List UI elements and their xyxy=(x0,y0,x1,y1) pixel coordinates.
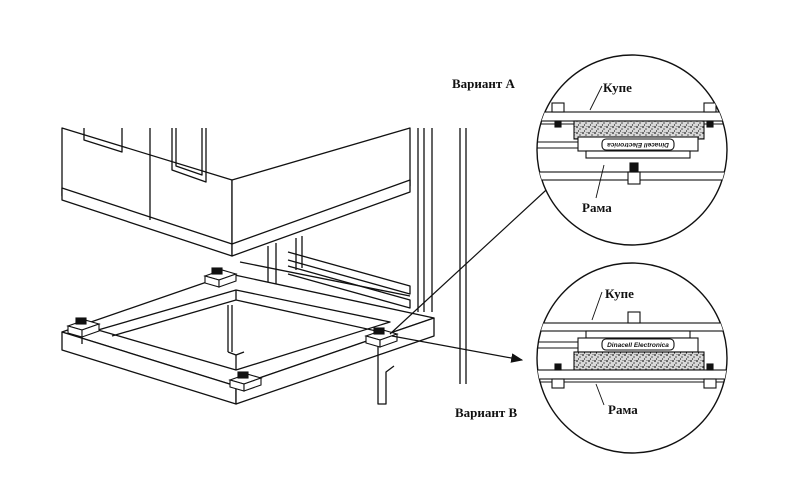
cabinet xyxy=(61,127,467,384)
brand-text-b: Dinacell Electronica xyxy=(607,342,669,349)
rama-label-b: Рама xyxy=(608,402,638,417)
load-cell-front xyxy=(228,371,263,392)
rama-label-a: Рама xyxy=(582,200,612,215)
variant-b-label: Вариант В xyxy=(455,405,518,420)
load-cell-right xyxy=(364,327,399,348)
kupe-label-b: Купе xyxy=(605,286,634,301)
load-cell-left xyxy=(66,317,101,338)
arrow-to-variant-b xyxy=(391,335,524,363)
load-cell-top xyxy=(203,267,238,288)
leader-arrows xyxy=(389,179,558,363)
base-frame xyxy=(61,273,435,405)
detail-variant-b: Dinacell Electronica xyxy=(536,262,728,454)
kupe-label-a: Купе xyxy=(603,80,632,95)
variant-a-label: Вариант А xyxy=(452,76,515,91)
frame-load-cells xyxy=(66,267,399,392)
brand-text-a: Dinacell Electronica xyxy=(607,141,669,148)
arrow-to-variant-a xyxy=(389,179,558,335)
detail-variant-a: Dinacell Electronica xyxy=(536,54,728,246)
